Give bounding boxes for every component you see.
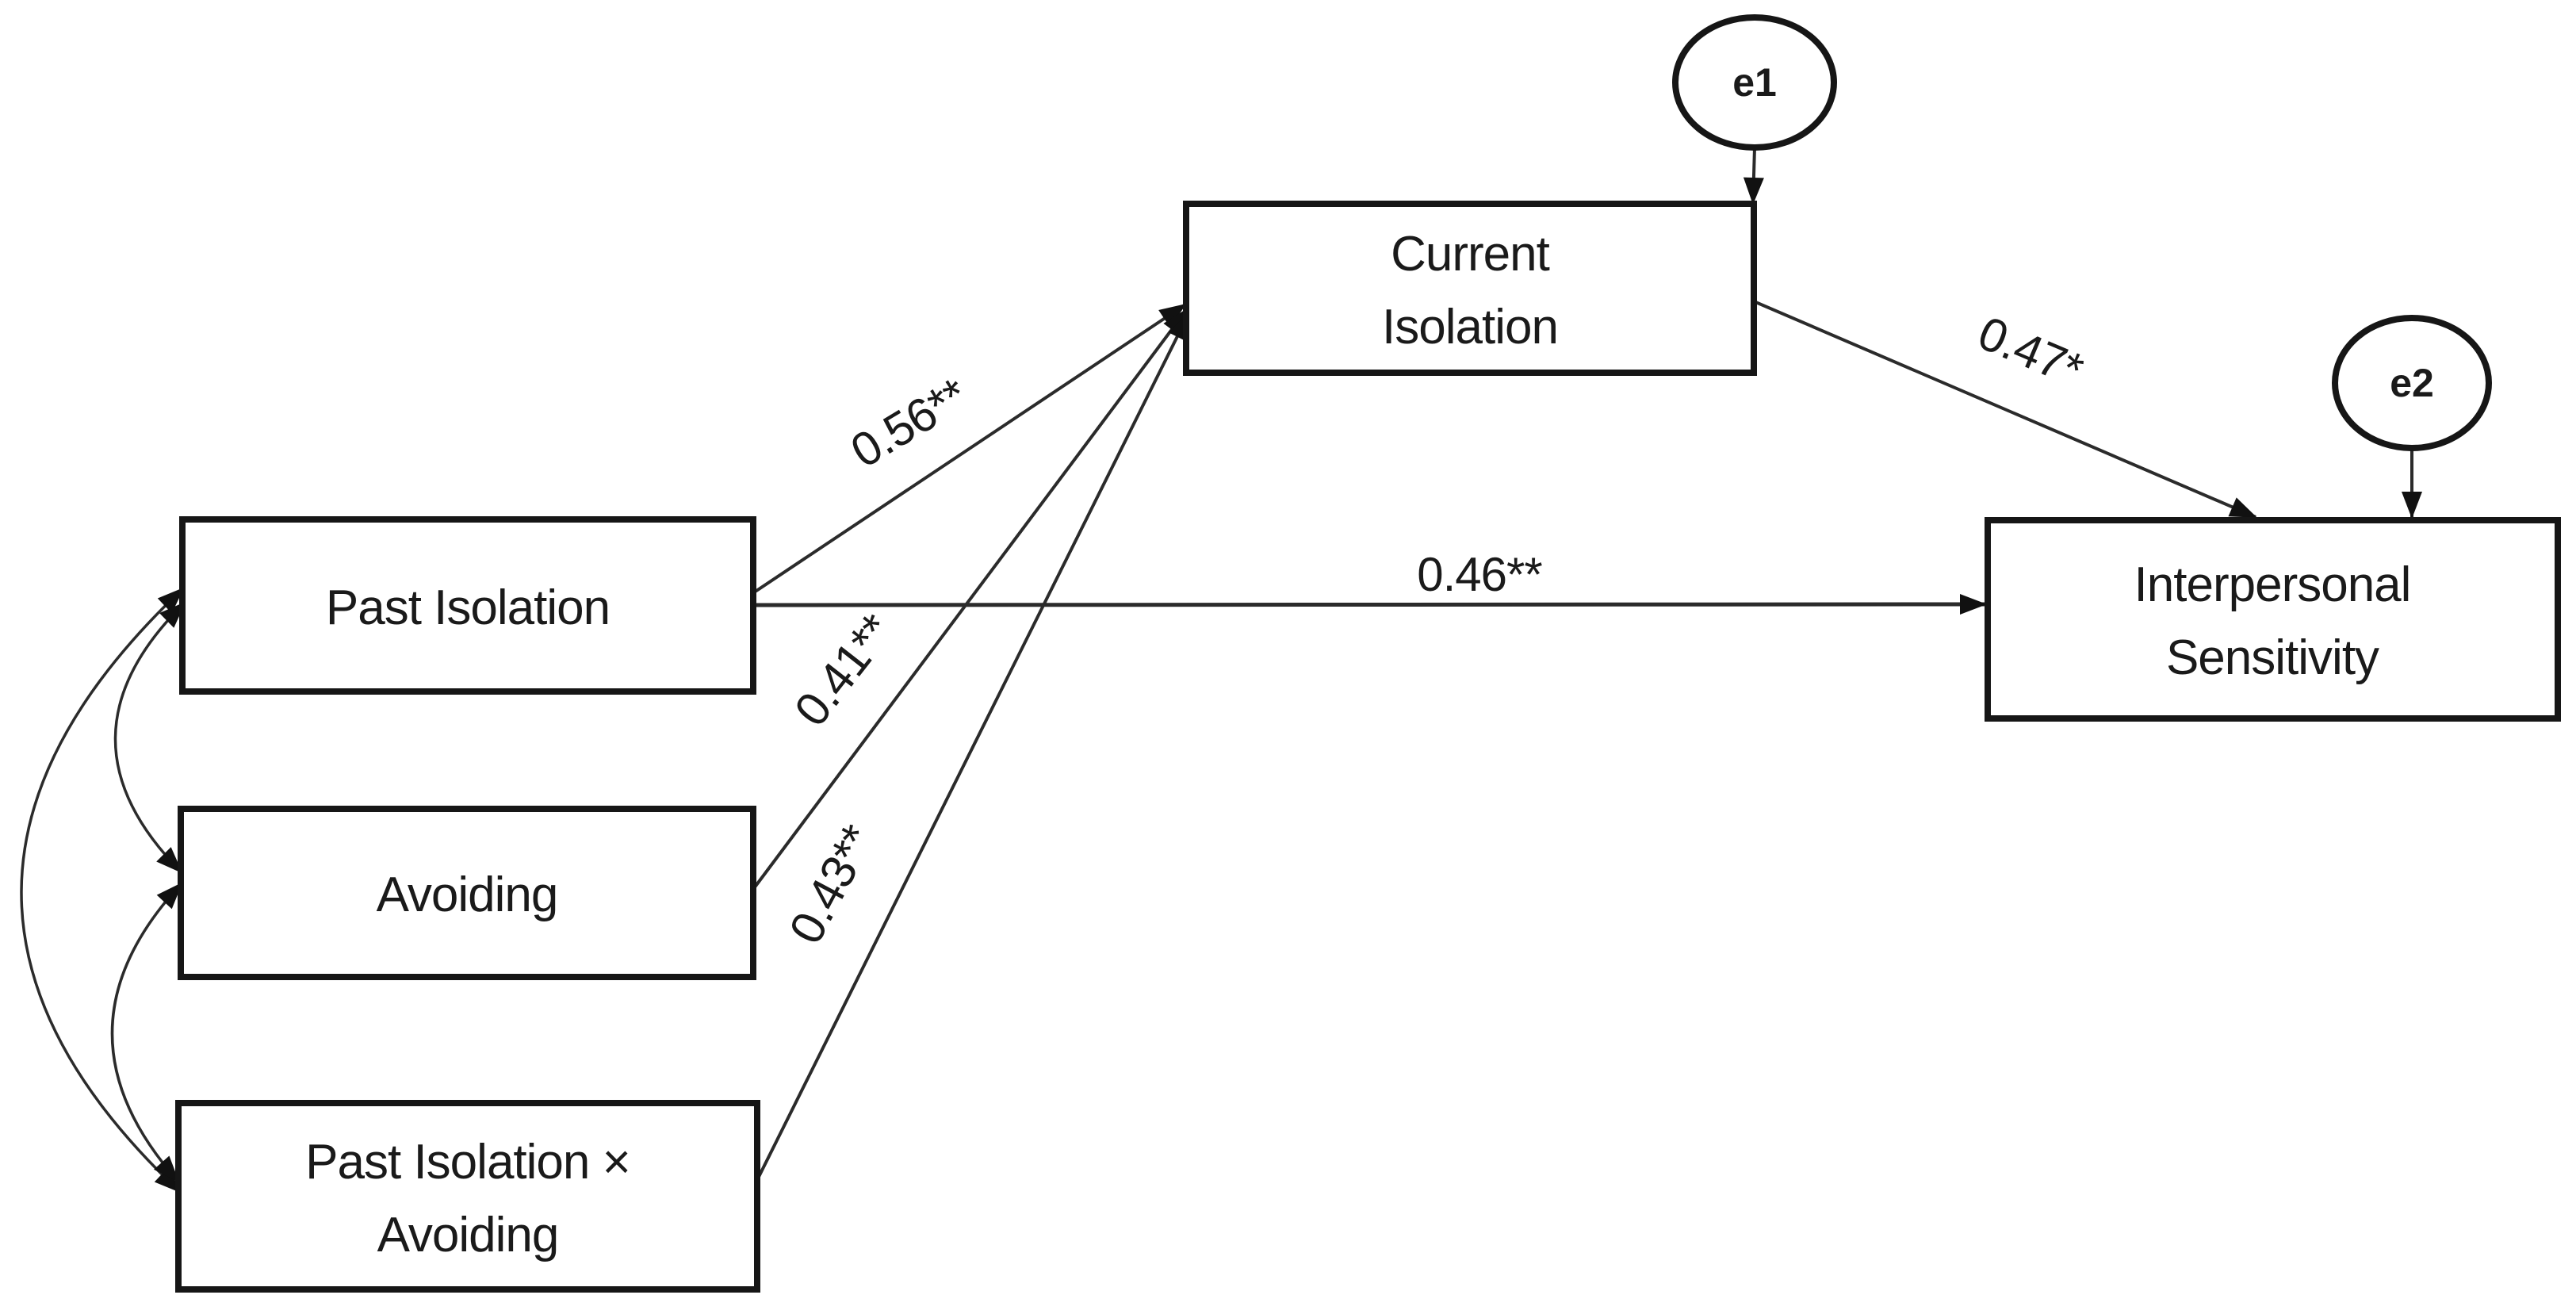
label-interaction-line2: Avoiding	[377, 1208, 559, 1262]
error-term-e1	[1672, 14, 1837, 151]
path-past-isolation-to-current-isolation	[752, 303, 1187, 594]
label-current-isolation-line1: Current	[1391, 227, 1550, 282]
path-past-isolation-to-interpersonal-sensitivity	[753, 594, 1987, 615]
label-e1: e1	[1732, 60, 1777, 105]
node-interpersonal-sensitivity	[1985, 517, 2561, 722]
error-term-e2	[2332, 315, 2492, 451]
covariance-avoiding-interaction	[110, 882, 183, 1183]
covariance-past-isolation-interaction	[20, 587, 185, 1193]
coef-current-to-interpersonal: 0.47*	[1971, 306, 2091, 397]
covariance-past-isolation-avoiding	[113, 601, 186, 874]
label-interpersonal-sensitivity-line2: Sensitivity	[2166, 630, 2379, 685]
path-interaction-to-current-isolation	[756, 312, 1190, 1181]
path-avoiding-to-current-isolation	[752, 308, 1188, 890]
coef-past-to-interpersonal: 0.46**	[1417, 548, 1542, 601]
node-past-isolation-x-avoiding	[175, 1100, 760, 1293]
path-current-isolation-to-interpersonal-sensitivity	[1753, 300, 2257, 519]
label-current-isolation-line2: Isolation	[1382, 300, 1558, 354]
node-past-isolation	[179, 516, 756, 695]
label-interpersonal-sensitivity-line1: Interpersonal	[2134, 557, 2411, 612]
coef-interaction-to-current: 0.43**	[779, 817, 884, 952]
label-interaction-line1: Past Isolation ×	[305, 1135, 630, 1189]
coef-past-to-current: 0.56**	[842, 368, 977, 478]
arrow-e1-to-current-isolation	[1743, 147, 1764, 205]
label-e2: e2	[2390, 361, 2434, 405]
node-avoiding	[178, 806, 756, 980]
coef-avoiding-to-current: 0.41**	[784, 604, 903, 736]
node-current-isolation	[1183, 201, 1757, 376]
label-past-isolation: Past Isolation	[326, 580, 610, 635]
label-avoiding: Avoiding	[377, 868, 558, 922]
